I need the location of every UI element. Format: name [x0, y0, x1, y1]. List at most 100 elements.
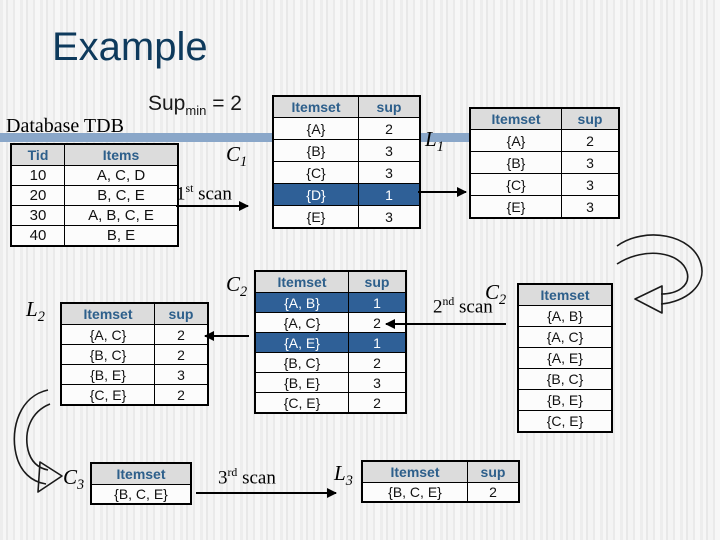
- cell-tid: 30: [10, 205, 65, 226]
- scan1-number: 1: [176, 183, 186, 205]
- label-c2-middle: C2: [226, 272, 247, 301]
- table-row: {A, C} 2: [60, 324, 209, 345]
- table-header-row: Itemset: [517, 283, 613, 306]
- table-row: {A, E}: [517, 347, 613, 369]
- supmin-label: Supmin = 2: [148, 92, 242, 118]
- cell-itemset: {A, B}: [254, 292, 349, 313]
- table-c1: Itemset sup {A} 2 {B} 3 {C} 3 {D} 1 {E} …: [272, 95, 421, 229]
- table-c2-candidates: Itemset {A, B} {A, C} {A, E} {B, C} {B, …: [517, 283, 613, 433]
- scan3-word: scan: [237, 467, 276, 489]
- column-header-sup: sup: [467, 460, 520, 483]
- curved-arrow-left-icon: [13, 389, 63, 493]
- cell-items: A, C, D: [64, 165, 179, 186]
- table-row: 10 A, C, D: [10, 165, 179, 186]
- table-row: {B, C, E} 2: [361, 482, 520, 503]
- arrow-head: [385, 319, 395, 329]
- arrow-head: [204, 331, 214, 341]
- label-c3-subscript: 3: [77, 477, 85, 494]
- table-l3: Itemset sup {B, C, E} 2: [361, 460, 520, 503]
- arrow-shaft: [386, 323, 506, 325]
- column-header-items: Items: [64, 143, 179, 166]
- label-c2-middle-letter: C: [226, 272, 241, 296]
- label-l2-subscript: 2: [37, 309, 45, 326]
- label-c1-subscript: 1: [240, 154, 248, 171]
- supmin-value: = 2: [212, 92, 242, 115]
- column-header-itemset: Itemset: [90, 462, 192, 485]
- table-header-row: Itemset sup: [272, 95, 421, 118]
- supmin-subscript: min: [185, 103, 207, 119]
- table-row: 40 B, E: [10, 225, 179, 247]
- cell-itemset: {B, C}: [254, 352, 349, 373]
- table-header-row: Itemset sup: [469, 107, 620, 130]
- arrow-head: [457, 187, 467, 197]
- label-third-scan: 3rd scan: [218, 466, 276, 489]
- cell-sup: 3: [154, 364, 209, 385]
- cell-itemset: {B, C, E}: [90, 484, 192, 505]
- cell-itemset: {C}: [469, 173, 562, 196]
- scan3-ordinal: rd: [227, 466, 238, 479]
- page-title: Example: [52, 25, 208, 69]
- cell-itemset: {C}: [272, 161, 359, 184]
- column-header-itemset: Itemset: [60, 302, 155, 325]
- cell-itemset: {B, C}: [60, 344, 155, 365]
- cell-sup: 2: [154, 324, 209, 345]
- table-row: {B, C, E}: [90, 484, 192, 505]
- table-header-row: Itemset sup: [254, 270, 407, 293]
- cell-itemset: {A, E}: [254, 332, 349, 353]
- label-c3-letter: C: [63, 465, 78, 489]
- table-header-row: Itemset: [90, 462, 192, 485]
- cell-itemset: {A}: [469, 129, 562, 152]
- cell-items: A, B, C, E: [64, 205, 179, 226]
- cell-itemset: {C, E}: [517, 410, 613, 433]
- table-row: 20 B, C, E: [10, 185, 179, 206]
- arrow-head: [327, 488, 337, 498]
- cell-itemset: {B, E}: [517, 389, 613, 411]
- label-c2-middle-subscript: 2: [240, 284, 248, 301]
- column-header-sup: sup: [154, 302, 209, 325]
- cell-itemset: {A, E}: [517, 347, 613, 369]
- cell-itemset: {C, E}: [254, 392, 349, 414]
- label-c2-right-subscript: 2: [499, 292, 507, 309]
- label-c3: C3: [63, 465, 84, 494]
- cell-itemset: {B, C}: [517, 368, 613, 390]
- column-header-itemset: Itemset: [361, 460, 468, 483]
- cell-sup: 3: [358, 161, 421, 184]
- label-l1: L1: [425, 127, 444, 156]
- label-c2-right: C2: [485, 280, 506, 309]
- arrow-head: [239, 201, 249, 211]
- label-l1-letter: L: [425, 127, 437, 151]
- arrow-shaft: [418, 191, 466, 193]
- label-first-scan: 1st scan: [176, 182, 232, 205]
- table-row-highlighted: {D} 1: [272, 183, 421, 206]
- table-row: {E} 3: [272, 205, 421, 229]
- column-header-sup: sup: [561, 107, 620, 130]
- label-c1: C1: [226, 142, 247, 171]
- table-row: {B, E} 3: [60, 364, 209, 385]
- scan3-number: 3: [218, 467, 228, 489]
- scan2-number: 2: [433, 296, 443, 318]
- arrow-shaft: [176, 205, 248, 207]
- table-row: {A, B}: [517, 305, 613, 327]
- table-l1: Itemset sup {A} 2 {B} 3 {C} 3 {E} 3: [469, 107, 620, 219]
- table-row: {C, E} 2: [60, 384, 209, 406]
- cell-itemset: {A, C}: [517, 326, 613, 348]
- table-header-row: Itemset sup: [361, 460, 520, 483]
- table-row: {C} 3: [272, 161, 421, 184]
- column-header-sup: sup: [348, 270, 407, 293]
- cell-tid: 20: [10, 185, 65, 206]
- cell-sup: 3: [348, 372, 407, 393]
- cell-sup: 3: [358, 205, 421, 229]
- curved-arrow-l1-to-c2: [615, 228, 715, 348]
- supmin-text: Sup: [148, 92, 186, 115]
- cell-itemset: {A, B}: [517, 305, 613, 327]
- cell-sup: 3: [358, 139, 421, 162]
- table-row: {A} 2: [272, 117, 421, 140]
- column-header-itemset: Itemset: [469, 107, 562, 130]
- scan2-word: scan: [454, 296, 493, 318]
- cell-items: B, C, E: [64, 185, 179, 206]
- table-l2: Itemset sup {A, C} 2 {B, C} 2 {B, E} 3 {…: [60, 302, 209, 406]
- table-row-highlighted: {A, B} 1: [254, 292, 407, 313]
- cell-itemset: {A, C}: [254, 312, 349, 333]
- cell-sup: 2: [154, 384, 209, 406]
- table-row: {A, C} 2: [254, 312, 407, 333]
